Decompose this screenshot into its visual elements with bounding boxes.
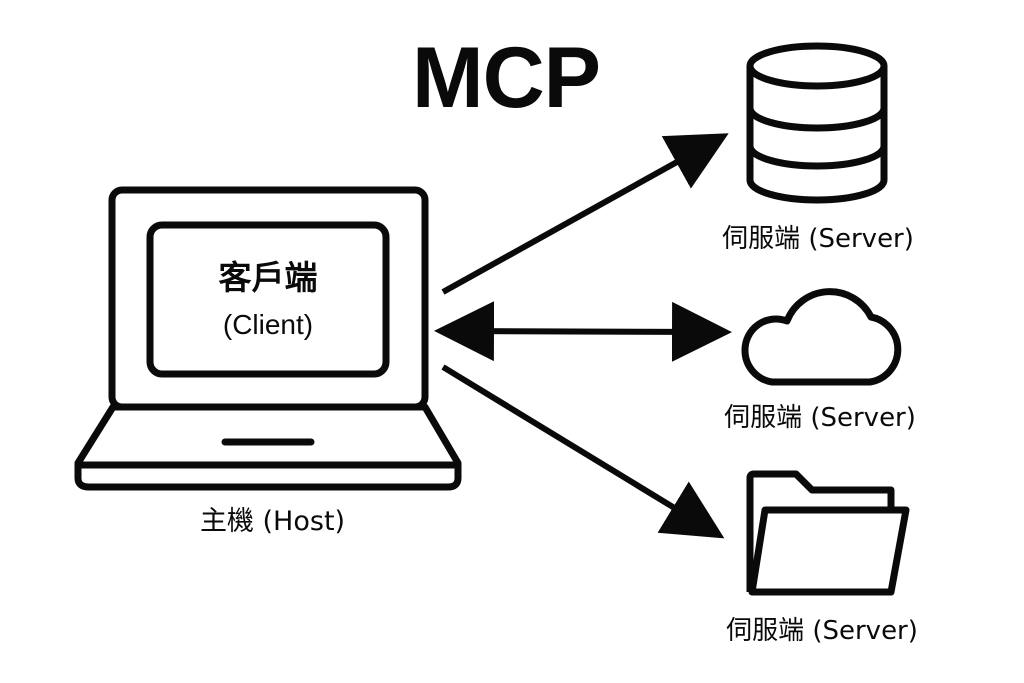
diagram-title: MCP	[411, 30, 601, 126]
cloud-icon	[741, 288, 902, 386]
arrow-to-folder	[441, 364, 725, 539]
client-label-en: (Client)	[222, 309, 314, 340]
server-label-database: 伺服端 (Server)	[722, 224, 914, 254]
server-label-folder: 伺服端 (Server)	[726, 616, 918, 646]
folder-icon	[746, 470, 910, 596]
client-label-zh: 客戶端	[218, 258, 318, 297]
laptop-screen	[146, 221, 390, 378]
server-label-cloud: 伺服端 (Server)	[724, 403, 916, 433]
database-icon	[746, 42, 888, 204]
host-label: 主機 (Host)	[199, 506, 346, 537]
arrow-bidirectional-cloud	[434, 301, 732, 362]
arrow-to-database	[441, 133, 729, 295]
connection-arrows	[434, 133, 732, 539]
laptop-base	[74, 403, 462, 491]
laptop-icon	[74, 186, 462, 491]
